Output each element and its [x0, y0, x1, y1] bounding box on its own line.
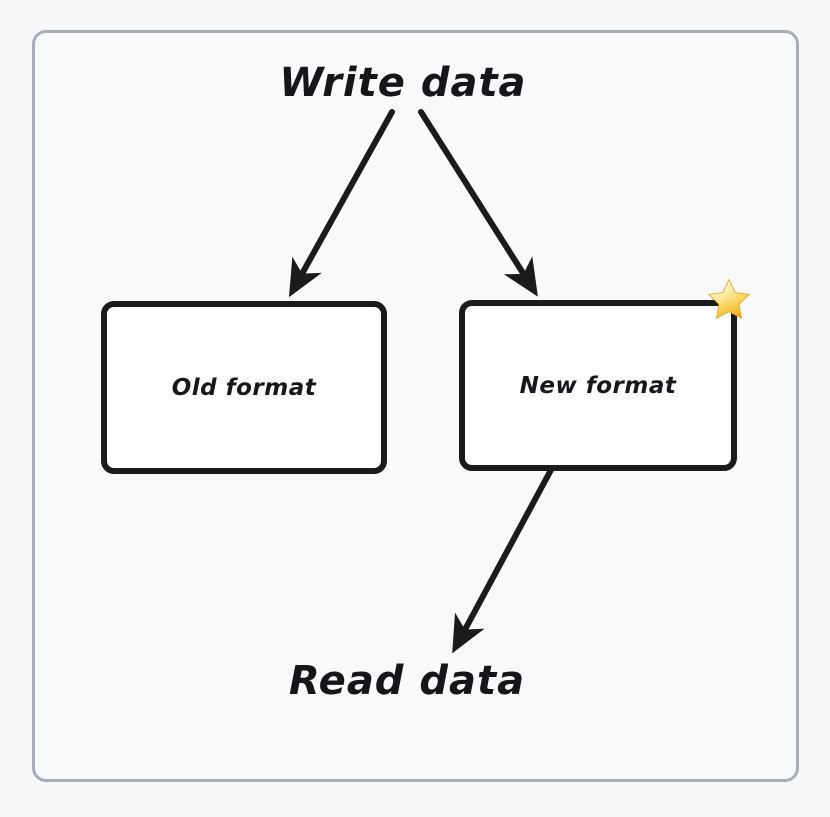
node-old-format[interactable]	[101, 301, 387, 474]
node-new-format-label: New format	[519, 372, 677, 399]
node-new-format[interactable]	[459, 300, 737, 471]
read-data-title: Read data	[288, 658, 526, 704]
node-old-format-label: Old format	[171, 374, 317, 401]
write-data-title: Write data	[279, 60, 527, 106]
